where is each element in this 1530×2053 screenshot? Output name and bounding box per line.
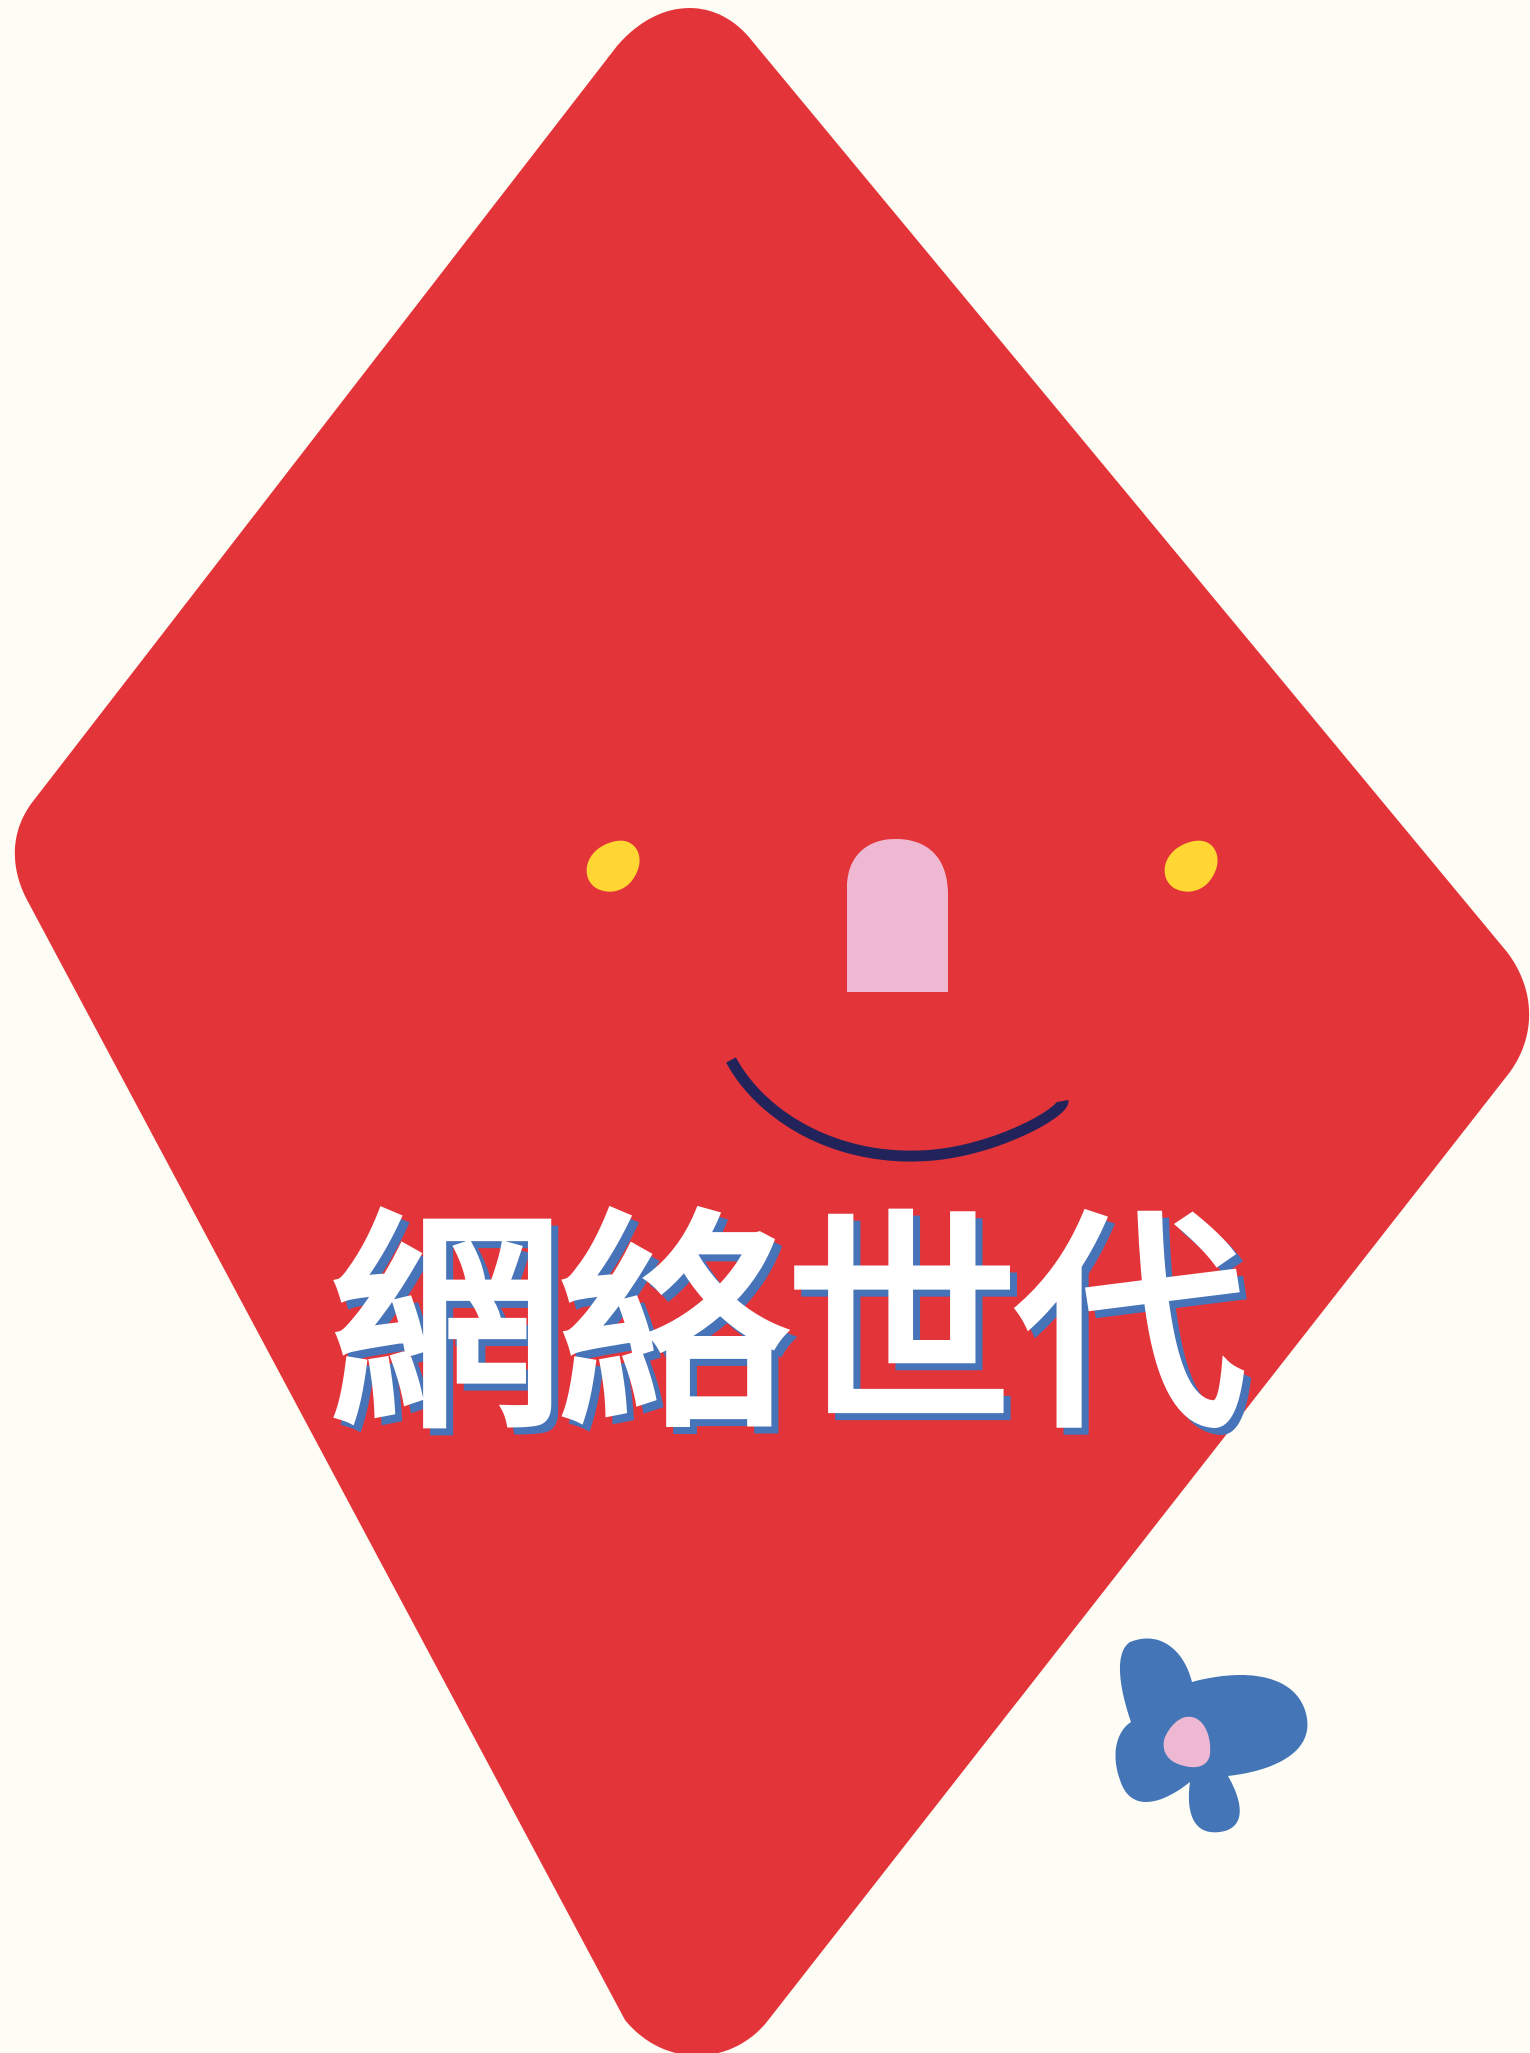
smile-icon xyxy=(726,1057,1069,1162)
flower-icon xyxy=(1115,1638,1308,1833)
poster-title: 網絡世代 xyxy=(330,1191,1246,1461)
left-eye-icon xyxy=(586,840,640,892)
right-eye-icon xyxy=(1164,840,1218,892)
kite-shape xyxy=(14,8,1530,2053)
nose-icon xyxy=(847,838,948,992)
